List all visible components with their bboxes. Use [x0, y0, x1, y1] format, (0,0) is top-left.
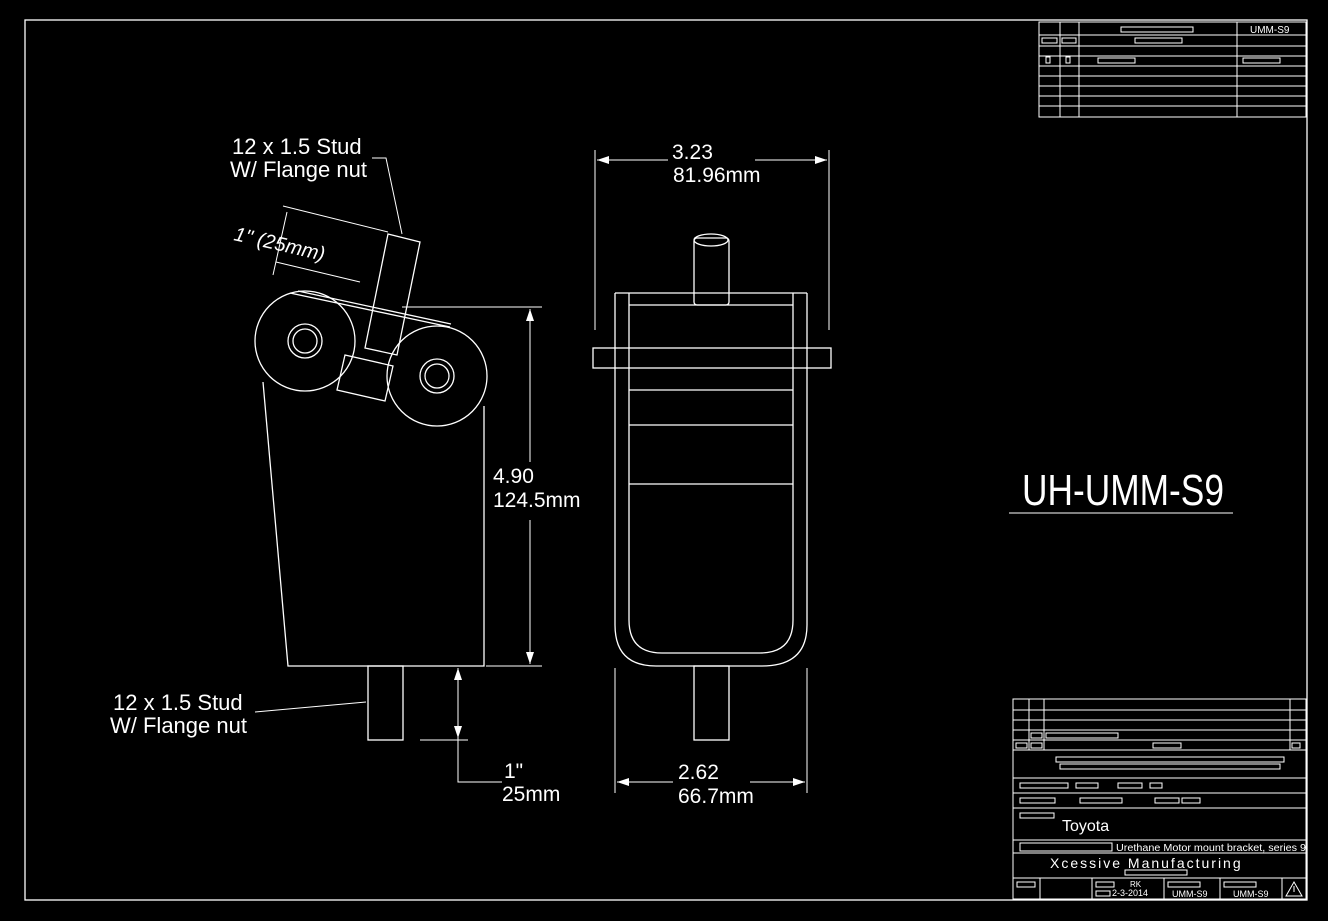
part-number-large: UH-UMM-S9	[1022, 466, 1224, 515]
stud-length-label: 1" (25mm)	[232, 223, 327, 265]
title-description: Urethane Motor mount bracket, series 9	[1116, 843, 1306, 854]
bottom-width-dim-mm: 66.7mm	[678, 785, 754, 808]
bottom-stud-dim-in: 1"	[504, 760, 523, 783]
title-block	[1012, 698, 1307, 900]
height-dim-mm: 124.5mm	[493, 489, 581, 512]
sheet-border	[24, 19, 1308, 901]
title-drawing-no: UMM-S9	[1172, 889, 1208, 899]
title-part-no: UMM-S9	[1233, 889, 1269, 899]
title-date: 2-3-2014	[1112, 888, 1148, 898]
title-customer: Toyota	[1062, 818, 1109, 835]
revision-block	[1038, 21, 1307, 118]
bottom-stud-label-line1: 12 x 1.5 Stud	[113, 690, 243, 715]
top-width-dim-mm: 81.96mm	[673, 164, 761, 187]
top-stud-label-line2: W/ Flange nut	[230, 157, 367, 182]
height-dim-in: 4.90	[493, 465, 534, 488]
front-view	[592, 150, 832, 793]
title-company: Xcessive Manufacturing	[1050, 855, 1243, 871]
revision-number: UMM-S9	[1250, 25, 1290, 36]
bottom-stud-dim-mm: 25mm	[502, 783, 560, 806]
top-width-dim-in: 3.23	[672, 141, 713, 164]
bottom-width-dim-in: 2.62	[678, 761, 719, 784]
top-stud-label-line1: 12 x 1.5 Stud	[232, 134, 362, 159]
bottom-stud-label-line2: W/ Flange nut	[110, 713, 247, 738]
title-drawn-by: RK	[1130, 880, 1142, 889]
side-view	[254, 157, 542, 783]
